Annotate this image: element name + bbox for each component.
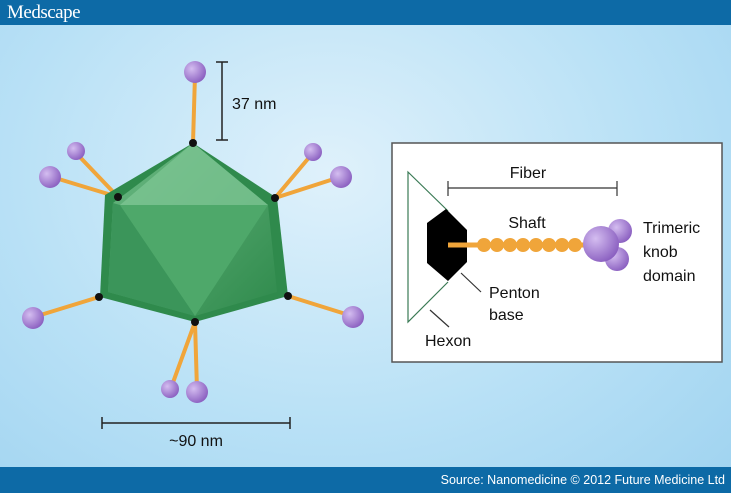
- capsid-width-scale: [101, 417, 291, 429]
- trimeric-knob-shape: [583, 219, 632, 271]
- capsid-icosahedron: [100, 143, 288, 322]
- header-bar: Medscape: [0, 0, 731, 25]
- penton-label-1: Penton: [489, 285, 540, 302]
- capsid-width-label: ~90 nm: [169, 433, 223, 450]
- shaft-beads: [477, 238, 582, 252]
- medscape-logo: Medscape: [7, 2, 81, 23]
- fiber-label: Fiber: [510, 165, 547, 182]
- hexon-shape: [407, 170, 449, 324]
- shaft-label: Shaft: [508, 215, 546, 232]
- penton-base-shape: [427, 209, 467, 281]
- fiber-length-label: 37 nm: [232, 96, 276, 113]
- penton-label-2: base: [489, 307, 524, 324]
- fibers: [32, 73, 354, 392]
- fiber-inset: Fiber Shaft Trimeric knob domain Penton …: [391, 142, 723, 363]
- source-credit: Source: Nanomedicine © 2012 Future Medic…: [440, 473, 725, 487]
- fiber-length-scale: [216, 61, 228, 141]
- footer-bar: Source: Nanomedicine © 2012 Future Medic…: [0, 467, 731, 493]
- hexon-label: Hexon: [425, 333, 471, 350]
- penton-bases: [95, 139, 292, 326]
- knob-label-1: Trimeric: [643, 220, 700, 237]
- knob-label-2: knob: [643, 244, 678, 261]
- knobs: [22, 61, 364, 403]
- knob-label-3: domain: [643, 268, 695, 285]
